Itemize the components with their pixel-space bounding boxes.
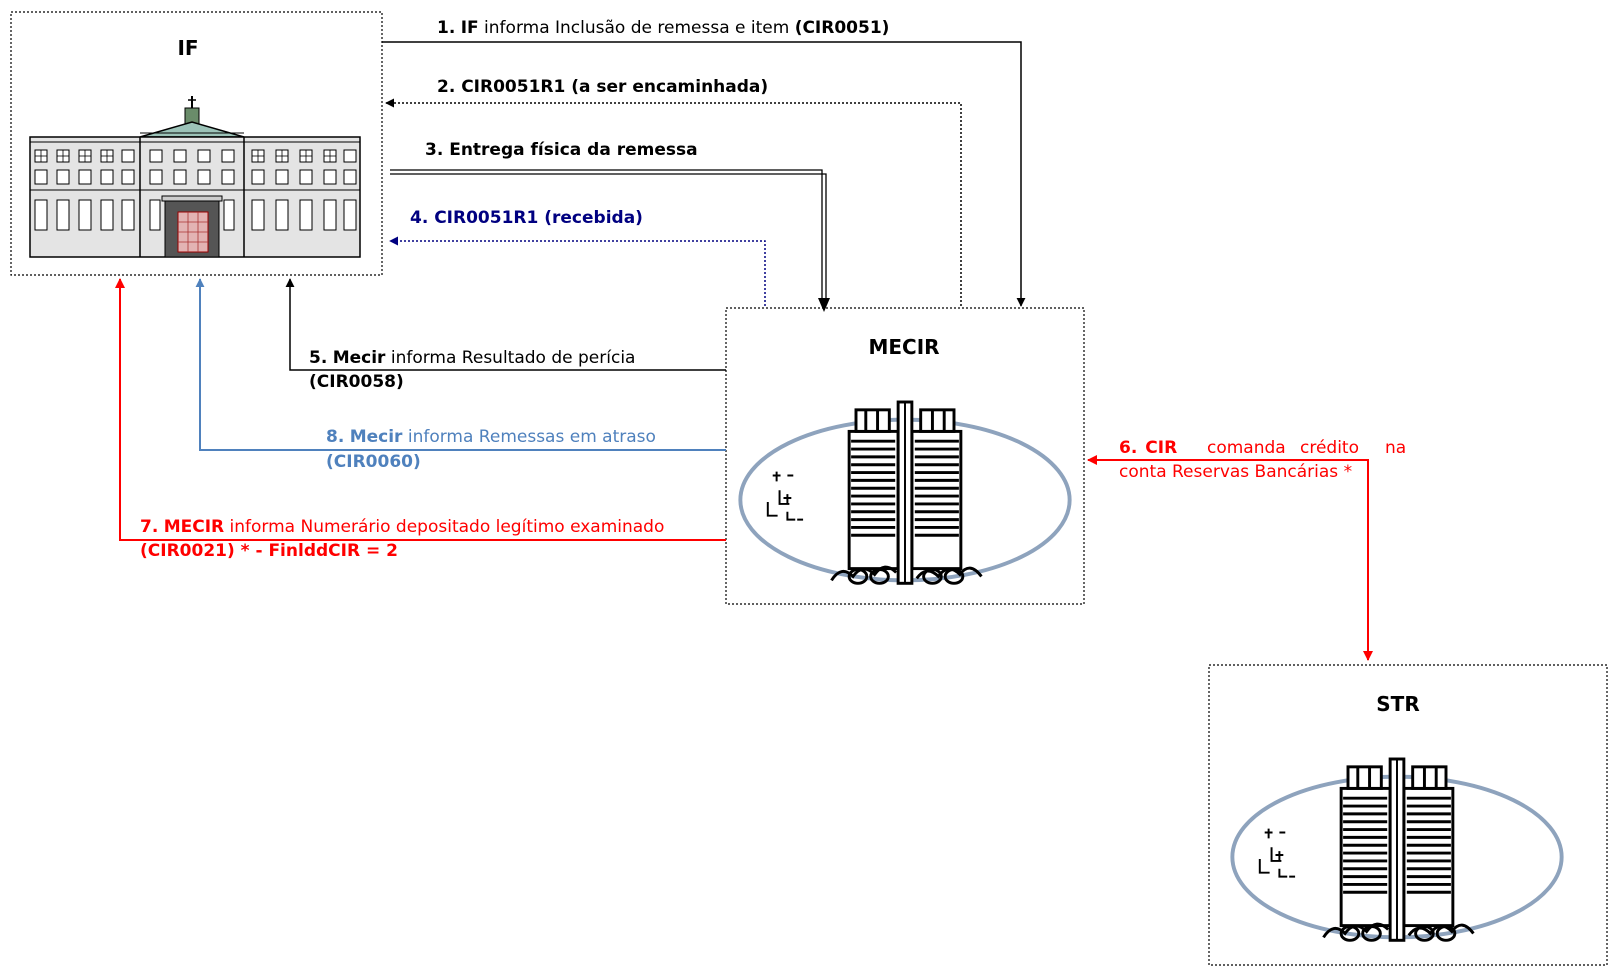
mecir-title: MECIR	[868, 335, 939, 359]
svg-text:conta Reservas Bancárias *: conta Reservas Bancárias *	[1119, 462, 1352, 482]
flow-2-label: 2. CIR0051R1 (a ser encaminhada)	[437, 77, 768, 97]
svg-text:comanda: comanda	[1207, 438, 1286, 458]
svg-text:na: na	[1385, 438, 1406, 458]
flow-8-code: (CIR0060)	[326, 452, 421, 472]
flow-1-arrow	[382, 41, 1026, 307]
flow-3-label: 3. Entrega física da remessa	[425, 140, 698, 160]
flow-8-label: 8. Mecir informa Remessas em atraso	[326, 427, 656, 447]
str-box: STR	[1208, 664, 1608, 966]
flow-4-arrow	[389, 236, 766, 306]
svg-text:6.CIR: 6.CIR	[1119, 438, 1177, 458]
flow-5-arrow	[285, 278, 726, 371]
central-bank-tower-icon	[738, 400, 1072, 586]
mecir-box: MECIR	[725, 307, 1085, 605]
flow-3-arrow	[390, 169, 830, 312]
flow-7-code: (CIR0021) * - FinlddCIR = 2	[140, 541, 398, 561]
flow-6-label: 6.CIR comanda crédito na conta Reservas …	[1119, 438, 1406, 482]
if-box: IF	[10, 11, 383, 276]
flow-5-label: 5. Mecir informa Resultado de perícia	[309, 348, 635, 368]
flow-1-label: 1. IF informa Inclusão de remessa e item…	[437, 18, 889, 38]
central-bank-tower-icon-str	[1230, 757, 1564, 943]
flow-7-arrow	[115, 278, 726, 541]
flow-5-code: (CIR0058)	[309, 372, 404, 392]
bank-building-icon	[29, 96, 361, 258]
str-title: STR	[1376, 692, 1419, 716]
if-title: IF	[177, 36, 198, 60]
flow-2-arrow	[385, 98, 962, 306]
flow-8-arrow	[195, 278, 726, 451]
flow-4-label: 4. CIR0051R1 (recebida)	[410, 208, 643, 228]
flow-7-label: 7. MECIR informa Numerário depositado le…	[140, 517, 664, 537]
svg-text:crédito: crédito	[1300, 438, 1359, 458]
flow-6-arrow	[1087, 455, 1373, 661]
